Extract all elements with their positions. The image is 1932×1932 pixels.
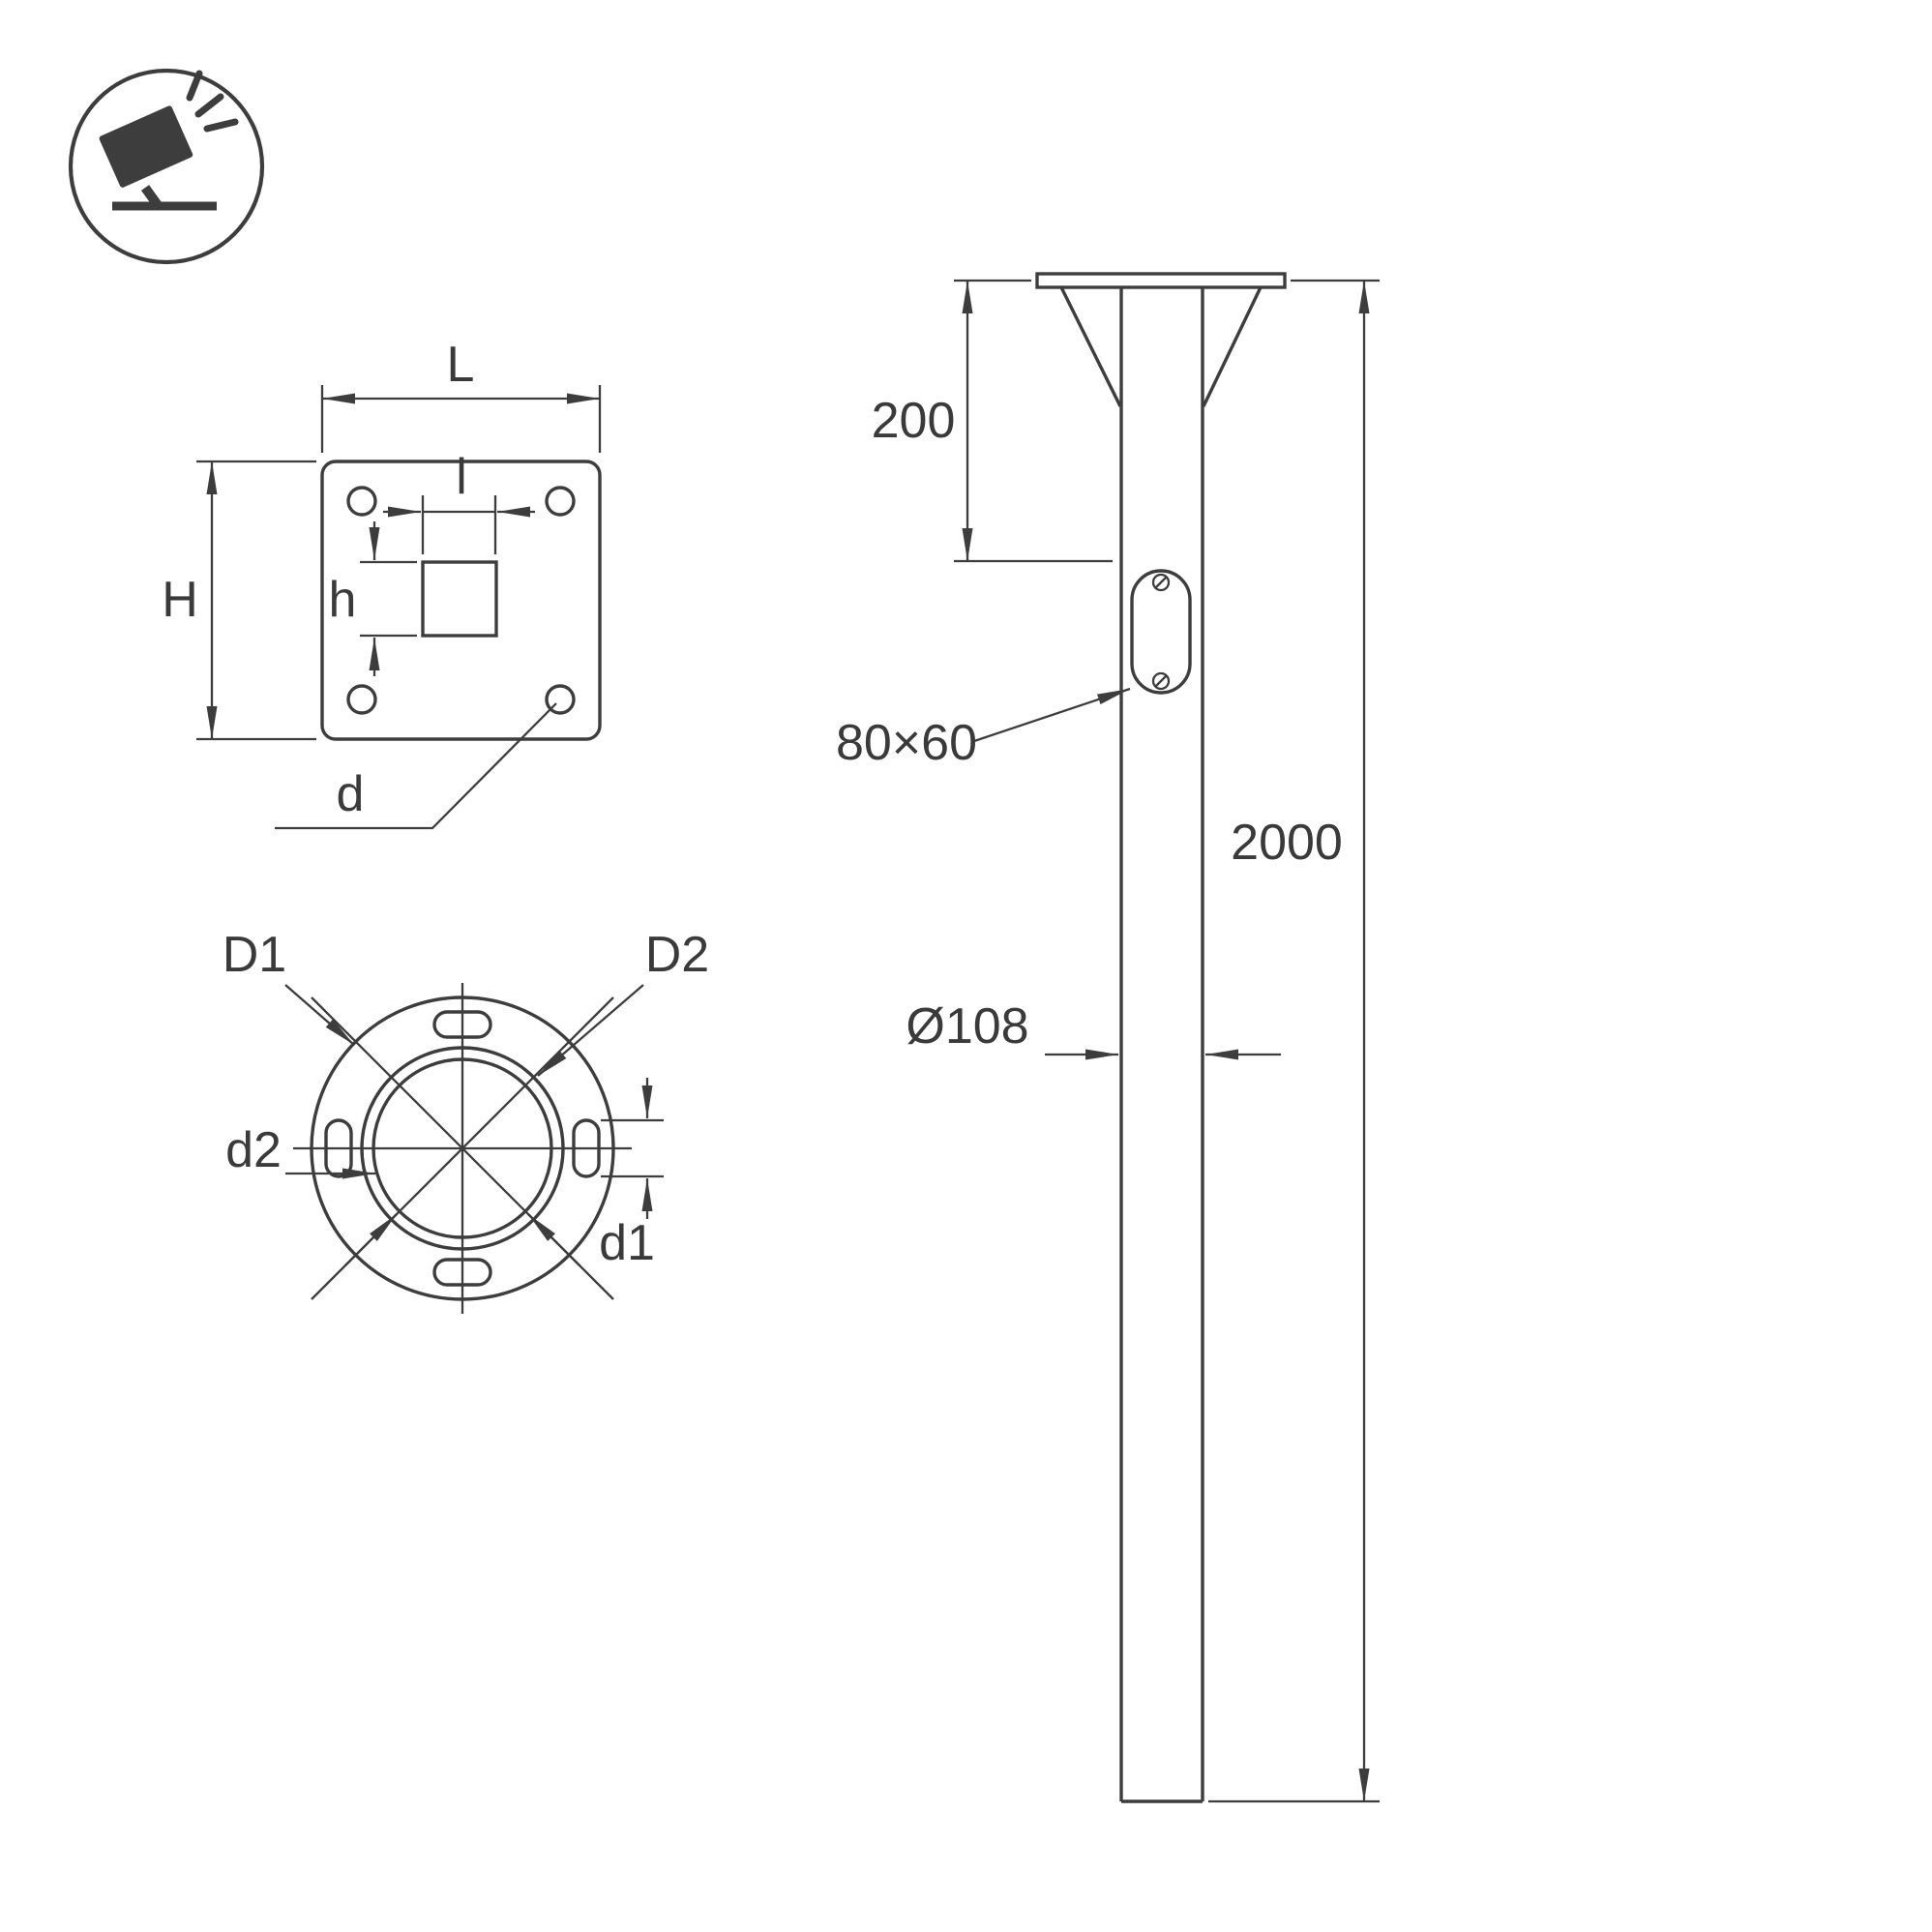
gusset-line (1059, 286, 1122, 407)
dim-label-D2: D2 (645, 927, 709, 983)
light-ray-icon (203, 118, 239, 133)
gusset-line (1202, 286, 1263, 407)
leader-line-hole (973, 687, 1131, 743)
dim-label-hole-size: 80×60 (836, 715, 977, 771)
screw-hole (1151, 671, 1171, 691)
leader-line-D2 (537, 984, 644, 1077)
top-view-plate: L l H h d (162, 337, 602, 830)
dim-label-d2: d2 (225, 1122, 282, 1178)
dimension-arrow (527, 1213, 580, 1266)
screw-hole (1151, 573, 1171, 592)
access-hole (1130, 569, 1192, 695)
leader-line-d (275, 702, 557, 830)
dim-label-d1: d1 (599, 1215, 655, 1271)
light-ray-icon (194, 93, 224, 118)
bolt-hole (346, 684, 377, 715)
dim-label-h: h (329, 572, 357, 628)
floodlight-body (99, 105, 193, 188)
dim-label-2000: 2000 (1231, 815, 1343, 871)
screw-slot (1154, 674, 1168, 688)
light-ray-icon (186, 70, 203, 102)
floodlight-icon (68, 68, 265, 265)
center-square-hole (421, 560, 498, 638)
dim-label-l: l (456, 449, 467, 505)
icon-circle (68, 68, 265, 265)
leader-line-D1 (284, 984, 355, 1046)
dim-label-D1: D1 (223, 927, 286, 983)
dimension-arrow (344, 1213, 398, 1266)
bolt-hole (545, 486, 576, 517)
side-view-pole: 200 2000 80×60 Ø108 (836, 272, 1380, 1803)
dim-label-H: H (162, 572, 198, 628)
dim-label-d: d (337, 766, 365, 822)
screw-slot (1154, 576, 1168, 589)
bolt-hole (346, 486, 377, 517)
dim-label-diameter: Ø108 (906, 998, 1028, 1055)
flange-view: D1 D2 d2 d1 (223, 927, 709, 1314)
dim-label-200: 200 (872, 393, 956, 449)
top-plate (1035, 272, 1287, 289)
bolt-hole (545, 684, 576, 715)
dim-label-L: L (447, 337, 475, 393)
plate-outline (320, 460, 602, 741)
